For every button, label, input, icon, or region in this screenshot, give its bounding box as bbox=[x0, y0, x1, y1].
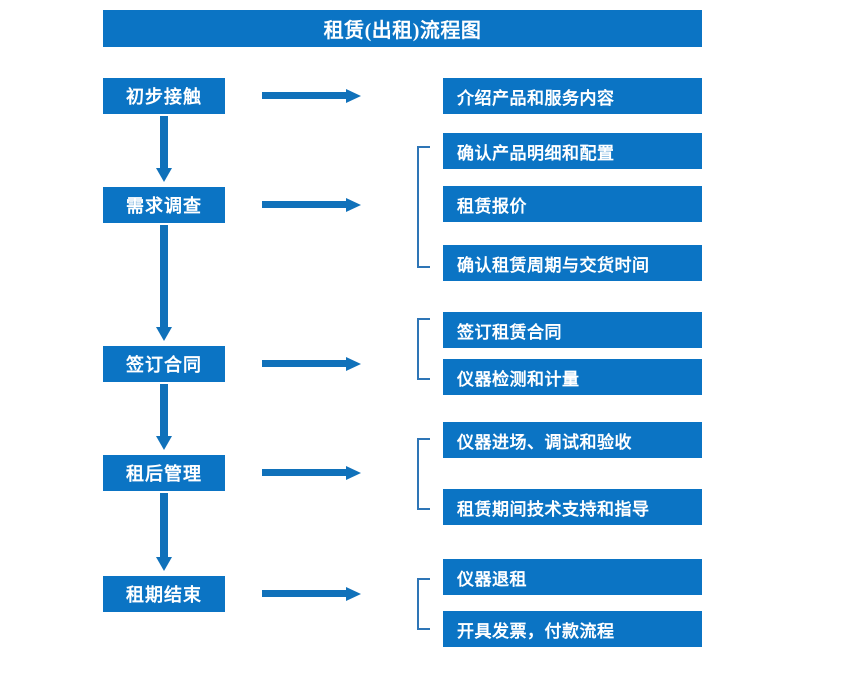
down-arrow-icon-stage2-to-stage3 bbox=[155, 225, 173, 343]
right-arrow-icon-stage3 bbox=[262, 356, 362, 372]
right-arrow-icon-stage4 bbox=[262, 465, 362, 481]
detail-box-confirm-lease-period[interactable]: 确认租赁周期与交货时间 bbox=[443, 245, 702, 281]
detail-box-technical-support[interactable]: 租赁期间技术支持和指导 bbox=[443, 489, 702, 525]
stage-box-sign-contract[interactable]: 签订合同 bbox=[103, 346, 225, 382]
bracket-icon-group-stage5 bbox=[416, 578, 430, 630]
right-arrow-icon-stage1 bbox=[262, 88, 362, 104]
down-arrow-icon-stage4-to-stage5 bbox=[155, 493, 173, 573]
bracket-icon-group-stage2 bbox=[416, 146, 430, 268]
detail-box-instrument-return[interactable]: 仪器退租 bbox=[443, 559, 702, 595]
down-arrow-icon-stage1-to-stage2 bbox=[155, 116, 173, 184]
right-arrow-icon-stage2 bbox=[262, 197, 362, 213]
down-arrow-icon-stage3-to-stage4 bbox=[155, 384, 173, 452]
bracket-icon-group-stage4 bbox=[416, 438, 430, 510]
detail-box-confirm-product-details[interactable]: 确认产品明细和配置 bbox=[443, 133, 702, 169]
page-title: 租赁(出租)流程图 bbox=[103, 10, 702, 47]
detail-box-instrument-inspection[interactable]: 仪器检测和计量 bbox=[443, 359, 702, 395]
detail-box-introduce-products[interactable]: 介绍产品和服务内容 bbox=[443, 78, 702, 114]
detail-box-sign-lease-contract[interactable]: 签订租赁合同 bbox=[443, 312, 702, 348]
stage-box-post-rental-management[interactable]: 租后管理 bbox=[103, 455, 225, 491]
bracket-icon-group-stage3 bbox=[416, 318, 430, 380]
detail-box-instrument-onsite-commissioning[interactable]: 仪器进场、调试和验收 bbox=[443, 422, 702, 458]
right-arrow-icon-stage5 bbox=[262, 586, 362, 602]
stage-box-requirement-survey[interactable]: 需求调查 bbox=[103, 187, 225, 223]
detail-box-invoice-and-payment[interactable]: 开具发票，付款流程 bbox=[443, 611, 702, 647]
stage-box-initial-contact[interactable]: 初步接触 bbox=[103, 78, 225, 114]
stage-box-lease-end[interactable]: 租期结束 bbox=[103, 576, 225, 612]
detail-box-rental-quotation[interactable]: 租赁报价 bbox=[443, 186, 702, 222]
